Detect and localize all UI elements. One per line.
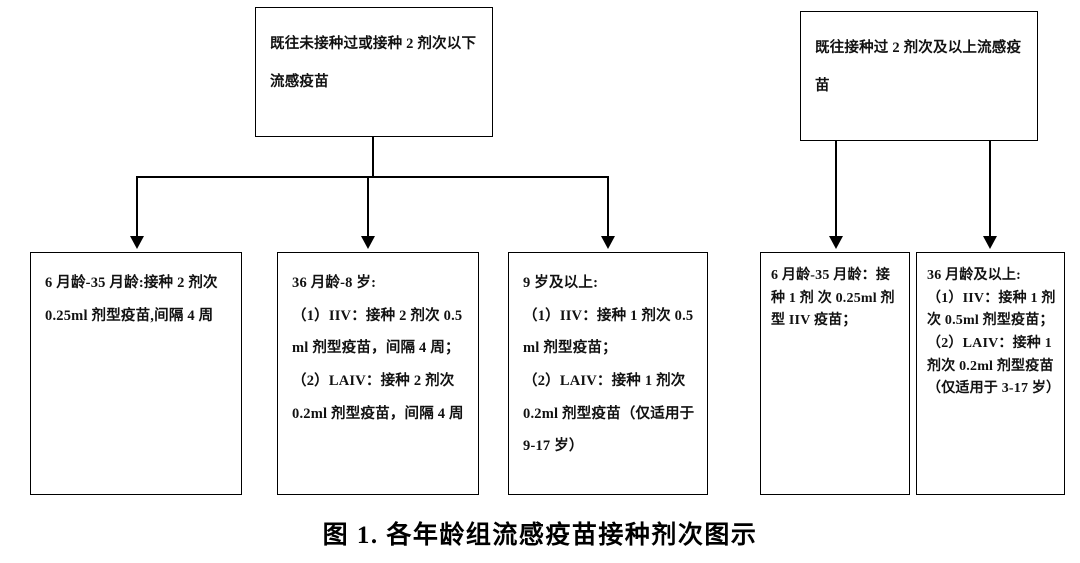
left-distribution-bar — [136, 176, 609, 179]
left-drop-1 — [136, 176, 139, 238]
left-drop-2 — [367, 176, 370, 238]
arrowhead-right-2 — [983, 236, 997, 249]
figure-caption: 图 1. 各年龄组流感疫苗接种剂次图示 — [322, 522, 758, 549]
arrowhead-left-3 — [601, 236, 615, 249]
right-root-box: 既往接种过 2 剂次及以上流感疫苗 — [800, 11, 1038, 141]
right-drop-2 — [989, 141, 992, 238]
right-drop-1 — [835, 141, 838, 238]
arrowhead-right-1 — [829, 236, 843, 249]
arrowhead-left-2 — [361, 236, 375, 249]
arrowhead-left-1 — [130, 236, 144, 249]
right-child-box-1: 6 月龄-35 月龄：接 种 1 剂 次 0.25ml 剂型 IIV 疫苗； — [760, 252, 910, 495]
left-child-box-1: 6 月龄-35 月龄:接种 2 剂次 0.25ml 剂型疫苗,间隔 4 周 — [30, 252, 242, 495]
left-child-box-2: 36 月龄-8 岁: （1）IIV：接种 2 剂次 0.5ml 剂型疫苗，间隔 … — [277, 252, 479, 495]
left-root-stem — [372, 137, 375, 178]
right-child-box-2: 36 月龄及以上: （1）IIV：接种 1 剂次 0.5ml 剂型疫苗； （2）… — [916, 252, 1065, 495]
left-drop-3 — [607, 176, 610, 238]
left-child-box-3: 9 岁及以上: （1）IIV：接种 1 剂次 0.5ml 剂型疫苗； （2）LA… — [508, 252, 708, 495]
left-root-box: 既往未接种过或接种 2 剂次以下流感疫苗 — [255, 7, 493, 137]
